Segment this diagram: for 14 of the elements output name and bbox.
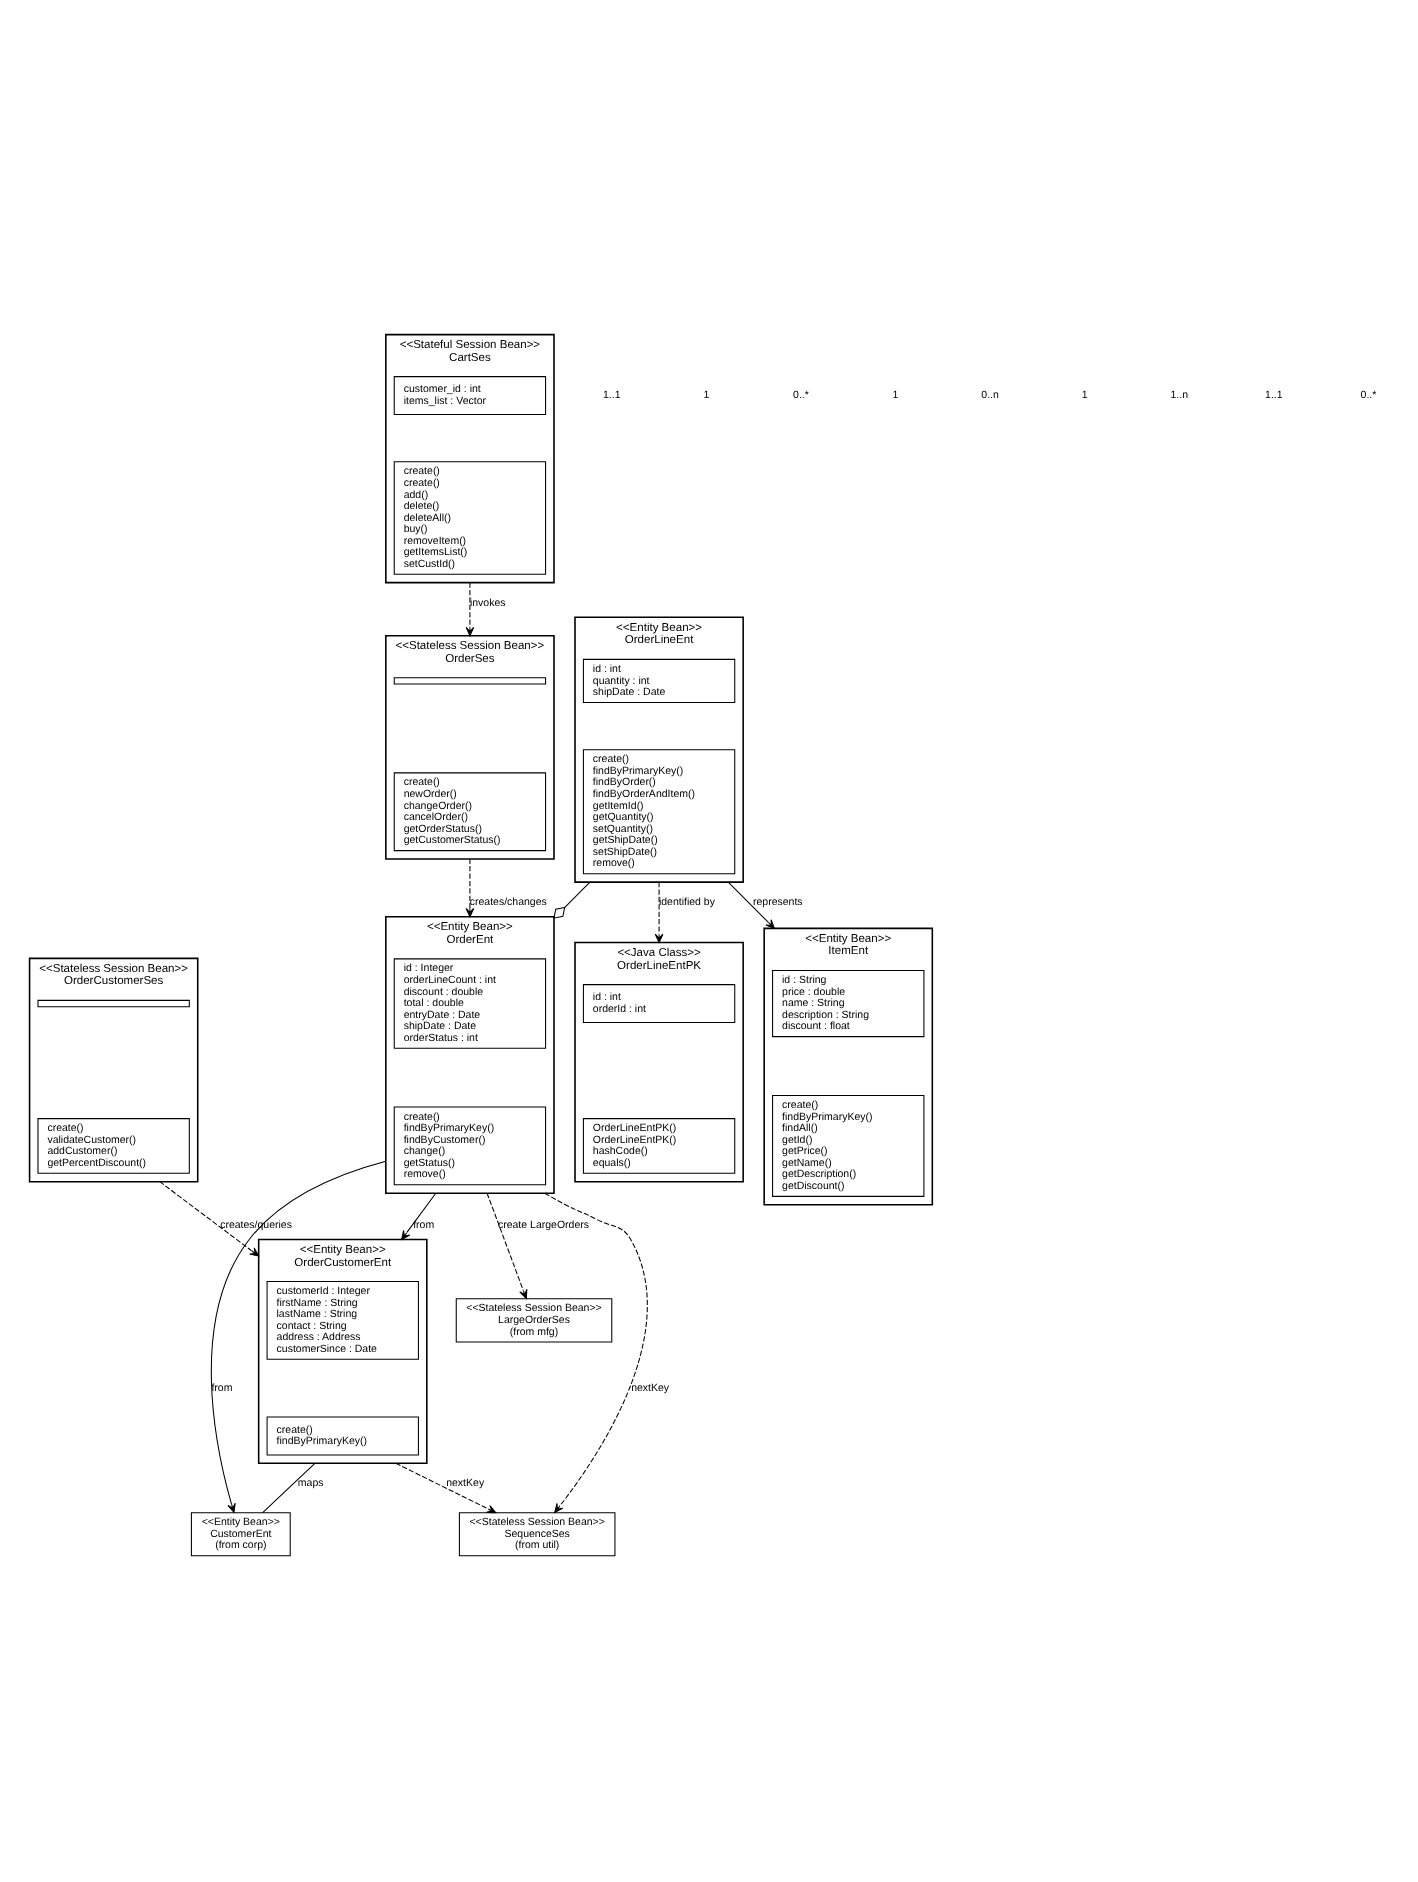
arrow [210, 1160, 387, 1513]
connector [262, 1462, 316, 1514]
arrow [465, 858, 475, 918]
arrow [544, 1192, 648, 1513]
arrow [159, 1181, 260, 1257]
arrow [401, 1192, 437, 1240]
arrow [654, 881, 664, 944]
arrow [486, 1192, 528, 1299]
connector [553, 881, 591, 919]
arrow [465, 582, 475, 637]
node-box [393, 677, 547, 685]
arrow [395, 1462, 497, 1514]
arrow [727, 881, 775, 929]
node-box [37, 999, 190, 1008]
